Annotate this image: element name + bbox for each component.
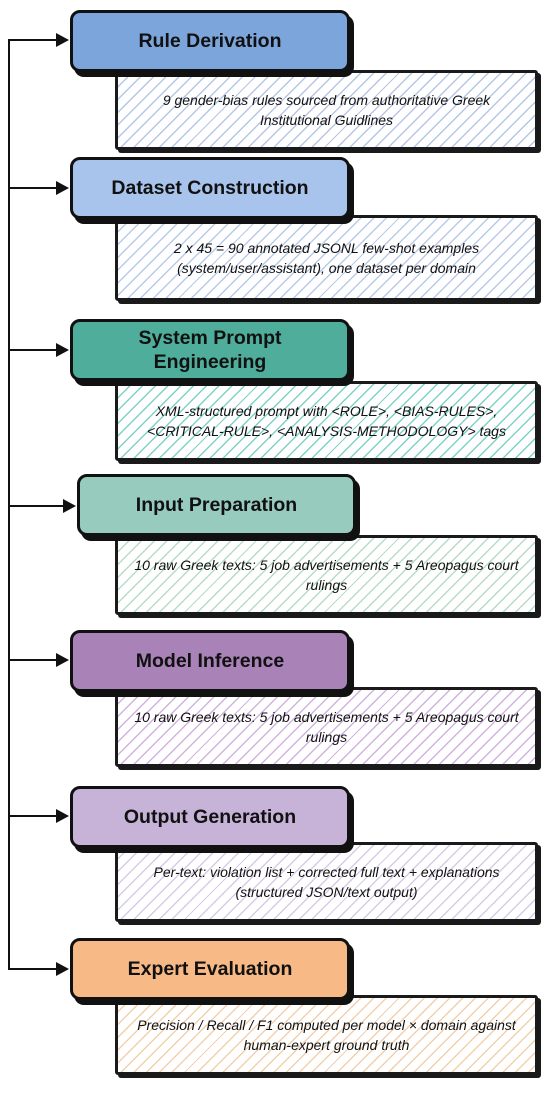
step-title: Dataset Construction <box>70 157 350 219</box>
arrow-head-icon <box>56 33 69 47</box>
step-description: XML-structured prompt with <ROLE>, <BIAS… <box>115 381 538 461</box>
arrow-head-icon <box>56 343 69 357</box>
step-description: 10 raw Greek texts: 5 job advertisements… <box>115 687 538 767</box>
arrow-line <box>8 815 58 817</box>
arrow-head-icon <box>56 653 69 667</box>
arrow-line <box>8 39 58 41</box>
step-description: Per-text: violation list + corrected ful… <box>115 842 538 922</box>
step-title: Expert Evaluation <box>70 938 350 1000</box>
arrow-line <box>8 968 58 970</box>
arrow-line <box>8 505 65 507</box>
arrow-line <box>8 659 58 661</box>
step-description: Precision / Recall / F1 computed per mod… <box>115 995 538 1075</box>
arrow-line <box>8 349 58 351</box>
step-title: Model Inference <box>70 630 350 692</box>
step-description: 9 gender-bias rules sourced from authori… <box>115 70 538 150</box>
step-description: 10 raw Greek texts: 5 job advertisements… <box>115 535 538 615</box>
step-title: System Prompt Engineering <box>70 319 350 381</box>
step-title: Input Preparation <box>77 474 356 536</box>
connector-spine <box>8 40 10 969</box>
arrow-head-icon <box>63 499 76 513</box>
step-title: Rule Derivation <box>70 10 350 72</box>
arrow-head-icon <box>56 962 69 976</box>
arrow-line <box>8 187 58 189</box>
arrow-head-icon <box>56 809 69 823</box>
step-title: Output Generation <box>70 786 350 848</box>
arrow-head-icon <box>56 181 69 195</box>
step-description: 2 x 45 = 90 annotated JSONL few-shot exa… <box>115 215 538 301</box>
